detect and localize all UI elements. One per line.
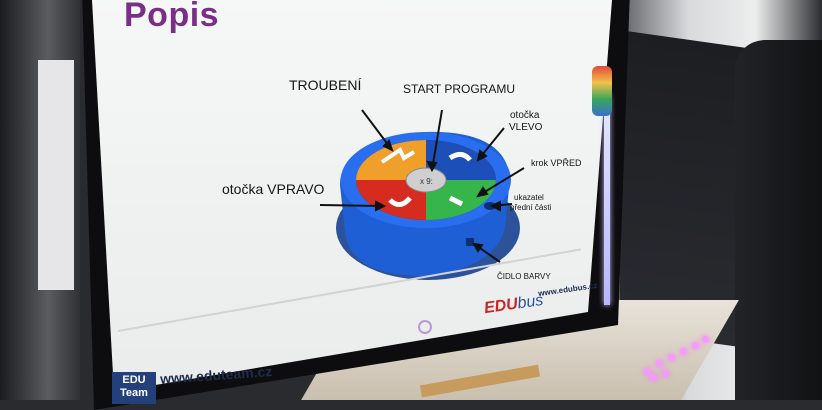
label-pointer-line2: přední části [510,203,552,212]
led-dot [702,336,709,343]
led-dot [680,348,687,355]
eduteam-logo-line1: EDU [122,374,146,386]
led-dot [656,360,663,367]
label-step-forward: krok VPŘED [531,158,582,168]
eduteam-logo: EDU Team [112,372,156,404]
robot-diagram: x 9: [319,109,520,280]
led-dot [662,370,669,377]
red-arrow-icon [388,196,412,207]
arrow-turn-right [319,204,385,207]
slide-title-text: Popis [124,0,220,34]
label-start-program: START PROGRAMU [403,82,516,96]
eduteam-logo-line2: Team [120,387,148,399]
blue-button [426,140,496,180]
color-sensor [466,238,474,246]
pink-led-lights [640,330,720,381]
led-dot [644,368,651,375]
label-pointer-line1: ukazatel [514,193,544,202]
led-strip [604,95,610,305]
edubus-logo-edu: EDU [483,295,519,318]
label-turn-left-line2: VLEVO [509,122,543,133]
blue-arrow-icon [448,152,472,162]
label-horn: TROUBENÍ [289,77,362,93]
corner-logo-icon [592,66,612,116]
center-button-text: x 9: [420,177,433,186]
green-arrow-icon [448,195,464,207]
bus-door [735,40,822,400]
led-dot [692,342,699,349]
left-wall-panel [38,60,74,290]
orange-button [356,140,426,180]
led-dot [650,374,657,381]
center-button [405,167,447,193]
green-button [426,180,496,220]
led-dot [668,354,675,361]
label-turn-right: otočka VPRAVO [222,181,325,197]
power-led-icon [418,320,432,334]
slide-title: Popis [124,0,219,35]
arrow-start [431,109,443,171]
label-turn-left-line1: otočka [510,110,540,121]
orange-arrow-icon [380,147,416,164]
label-color-sensor: ČIDLO BARVY [497,272,551,281]
